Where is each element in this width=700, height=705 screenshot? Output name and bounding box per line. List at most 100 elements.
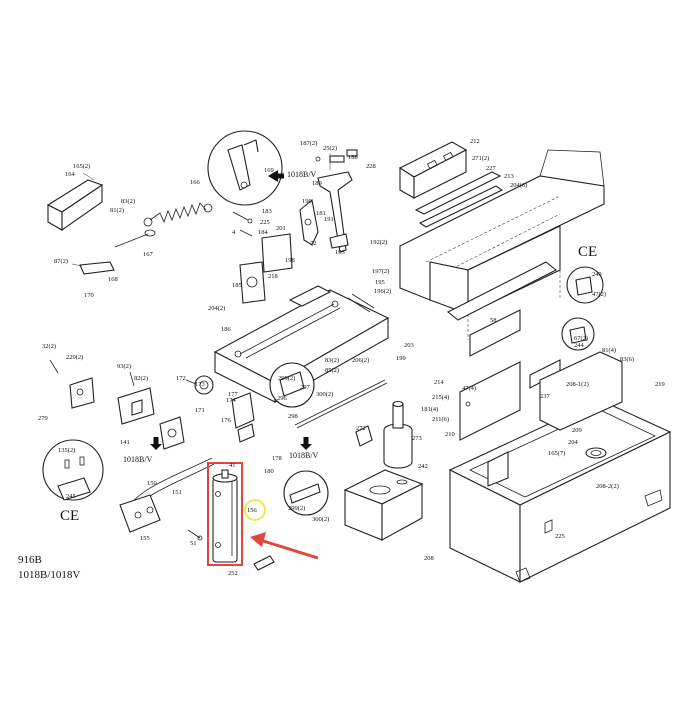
- front-cover-part-164: [46, 172, 104, 232]
- model-label-line2: 1018B/1018V: [18, 569, 80, 581]
- label-215: 215(4): [432, 394, 449, 401]
- label-165-7: 165(7): [548, 450, 565, 457]
- switch-part-141: [159, 416, 185, 450]
- label-208: 208: [424, 555, 434, 562]
- label-237: 237: [540, 393, 551, 400]
- label-168: 168: [108, 276, 118, 283]
- arrow-1018bv-left: [150, 437, 162, 450]
- part-number-labels: 165(2) 164 83(2) 81(2) 166 167 87(2) 168…: [38, 138, 665, 577]
- cabinet-base-part-208: [448, 351, 672, 583]
- ce-detail-circle-left: [42, 439, 104, 501]
- tube-part-150: [119, 457, 215, 533]
- label-219: 219: [655, 381, 665, 388]
- label-83-2: 83(2): [325, 357, 339, 364]
- label-87: 87(2): [54, 258, 68, 265]
- bracket-part-185: [239, 233, 293, 304]
- label-299-bottom: 299(2): [288, 505, 305, 512]
- label-225: 225: [260, 219, 270, 226]
- label-204-2: 204(2): [208, 305, 225, 312]
- label-72: 72: [310, 240, 317, 247]
- label-141: 141: [120, 439, 130, 446]
- label-214: 214: [434, 379, 445, 386]
- gasket-part-227: [414, 171, 504, 228]
- label-198: 198: [285, 257, 295, 264]
- label-169: 169: [264, 167, 274, 174]
- label-85: 85(2): [325, 367, 339, 374]
- label-245: 245: [66, 493, 76, 500]
- label-178: 178: [272, 455, 282, 462]
- label-58: 58: [490, 317, 497, 324]
- label-212: 212: [470, 138, 480, 145]
- arrow-label-top: 1018B/V: [287, 170, 317, 179]
- label-225-b: 225: [555, 533, 565, 540]
- screws-183-184: [232, 211, 253, 237]
- label-218: 218: [268, 273, 278, 280]
- highlight-circle: [244, 499, 266, 521]
- label-244: 244: [574, 342, 585, 349]
- label-210: 210: [445, 431, 455, 438]
- highlight-box: [207, 462, 243, 566]
- label-174: 174: [226, 397, 237, 404]
- label-208-2: 208-2(2): [596, 483, 619, 490]
- cylinder-part-156: [212, 469, 238, 563]
- label-213: 213: [504, 173, 514, 180]
- label-83-6: 83(6): [620, 356, 634, 363]
- label-273: 273: [412, 435, 422, 442]
- label-155: 155: [140, 535, 150, 542]
- label-298: 298: [288, 413, 298, 420]
- bracket-part-82: [117, 371, 155, 425]
- label-272: 272: [356, 425, 366, 432]
- tank-part-242: [343, 469, 424, 541]
- lever-part-191: [299, 198, 349, 249]
- label-299-top: 299(2): [278, 375, 295, 382]
- label-47-4: 47(4): [462, 385, 476, 392]
- label-177: 177: [228, 391, 239, 398]
- label-167: 167: [143, 251, 154, 258]
- label-227: 227: [486, 165, 497, 172]
- bracket-part-176: [231, 392, 255, 443]
- label-199: 199: [396, 355, 406, 362]
- detail-circle-299-bottom: [283, 470, 329, 516]
- label-150: 150: [147, 480, 157, 487]
- spring-part-166: [143, 202, 213, 227]
- label-206: 206(2): [352, 357, 369, 364]
- label-184: 184: [258, 229, 269, 236]
- label-32: 32(2): [42, 343, 56, 350]
- label-47: 47(2): [592, 291, 606, 298]
- label-172: 172: [176, 375, 186, 382]
- label-242: 242: [418, 463, 428, 470]
- bracket-part-229: [49, 359, 95, 409]
- arrow-label-mid: 1018B/V: [289, 451, 319, 460]
- label-156: 156: [247, 507, 258, 514]
- label-4: 4: [232, 229, 236, 236]
- label-176: 176: [221, 417, 232, 424]
- rod-part-300: [294, 379, 388, 429]
- label-243: 243: [592, 271, 602, 278]
- label-67: 67(2): [574, 335, 588, 342]
- label-166: 166: [190, 179, 201, 186]
- label-297: 297: [300, 384, 311, 391]
- label-271: 271(2): [472, 155, 489, 162]
- label-229: 229(2): [66, 354, 83, 361]
- model-label-line1: 916B: [18, 554, 42, 566]
- label-187: 187(2): [300, 140, 317, 147]
- detail-circle-299-top: [269, 362, 315, 408]
- label-204: 204: [568, 439, 579, 446]
- label-171: 171: [195, 407, 205, 414]
- label-165: 165(2): [73, 163, 90, 170]
- label-135: 135(2): [58, 447, 75, 454]
- label-173: 173: [195, 381, 205, 388]
- label-228: 228: [366, 163, 376, 170]
- label-197: 197(2): [372, 268, 389, 275]
- screw-part-51: [187, 529, 203, 541]
- label-180: 180: [264, 468, 274, 475]
- label-25: 25(2): [323, 145, 337, 152]
- label-151: 151: [172, 489, 182, 496]
- ce-label-left: CE: [60, 508, 79, 524]
- fitting-part-272: [355, 425, 373, 447]
- arrow-1018bv-mid: [300, 437, 312, 450]
- label-279: 279: [38, 415, 48, 422]
- label-191: 191: [324, 216, 334, 223]
- label-181-4: 181(4): [421, 406, 438, 413]
